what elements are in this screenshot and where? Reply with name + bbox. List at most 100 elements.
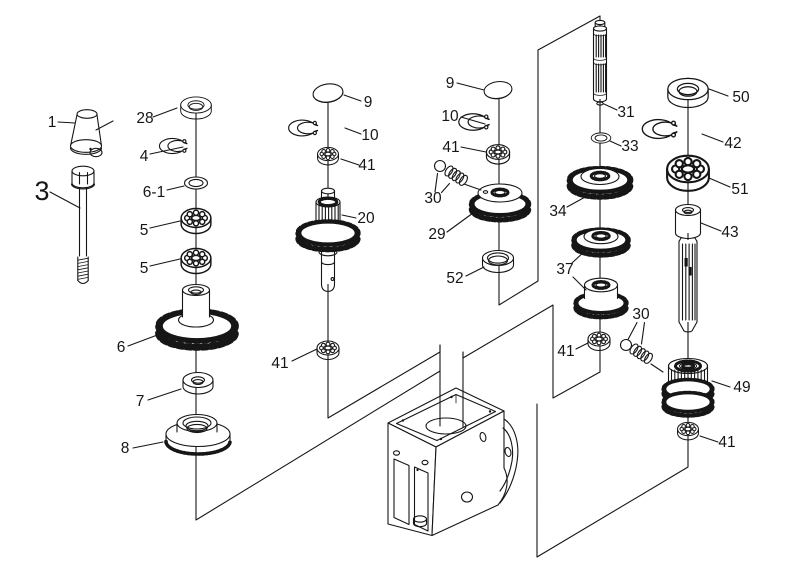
leader-41a [340, 158, 360, 166]
sleeve-43-sides [674, 209, 702, 234]
part-washer-7 [182, 371, 214, 395]
label-30a: 30 [424, 190, 442, 207]
gear-49-pinion-teeth [670, 368, 706, 383]
washer-7-hole [190, 376, 206, 384]
cup-8-bore [182, 416, 212, 430]
leader-30a-spring [440, 182, 451, 194]
leader-29 [446, 212, 474, 233]
part-knob-1 [69, 109, 103, 158]
leader-7 [147, 388, 182, 401]
leader-10a [344, 127, 362, 135]
leader-37-lower [572, 276, 587, 291]
label-10a: 10 [361, 127, 379, 144]
leader-43 [700, 222, 722, 232]
bolt-head-bottom [70, 182, 96, 190]
part-gear-37-lower [576, 277, 627, 317]
ring-52-hole-depth [487, 255, 509, 266]
part-detent-spring-30a [442, 164, 470, 188]
leader-5b [149, 258, 181, 267]
housing-window-1 [393, 458, 410, 526]
housing-boss-inner [499, 427, 514, 492]
gear-37b-spline [591, 280, 611, 290]
shaft31-splines [595, 34, 607, 93]
label-49: 49 [733, 379, 750, 396]
part-circlip-10b [458, 113, 490, 131]
label-50: 50 [732, 89, 750, 106]
shaft31-cap [594, 19, 606, 26]
sleeve-43-bore-depth [683, 209, 693, 215]
leader-8 [132, 441, 164, 449]
column-b-parts [159, 96, 236, 456]
shaft31-sides [592, 27, 608, 100]
knob-base-lip [69, 147, 103, 155]
leader-49 [711, 380, 731, 388]
label-51: 51 [731, 181, 748, 198]
leader-6 [127, 333, 161, 347]
part-detent-ball-30a [433, 159, 447, 173]
label-29: 29 [428, 226, 445, 243]
axis-group-gear29 [498, 15, 601, 306]
leader-50 [708, 88, 729, 97]
nub-top [320, 187, 336, 195]
leader-spring-to-29 [463, 183, 482, 191]
bolt-tip [77, 279, 89, 285]
housing-bore [425, 417, 467, 435]
gear-20-ring [298, 222, 358, 250]
gear-49-ring2 [664, 393, 713, 416]
part-gear-34 [569, 169, 630, 197]
leader-30b-spring [640, 321, 646, 345]
shaft-43-splines [681, 243, 696, 321]
gear-6-bore-depth [190, 289, 202, 296]
housing-right-face [431, 410, 508, 537]
knob-base [69, 139, 103, 153]
part-shaft-43 [674, 203, 702, 333]
sleeve-43-bore [681, 207, 695, 213]
cup-8-knurl [164, 439, 232, 456]
housing-pin-dot [416, 468, 419, 472]
column-f-parts [641, 77, 713, 441]
gear-29-detent-hole [482, 190, 489, 194]
shaft-43-slot [688, 267, 692, 276]
leader-34 [566, 195, 588, 208]
gear-29-bore [494, 189, 506, 196]
part-spline-shaft-31 [592, 19, 608, 106]
label-41e: 41 [718, 434, 735, 451]
leader-30b-ball [627, 321, 638, 341]
part-gear-shaft-20 [298, 187, 358, 293]
part-bolt-3 [70, 165, 96, 285]
pinion-teeth [318, 203, 339, 228]
label-41a: 41 [358, 157, 375, 174]
shaft31-shoulder [592, 25, 608, 32]
label-34: 34 [549, 203, 567, 220]
shaft-43-slot [684, 258, 688, 267]
part-detent-spring-30b [627, 342, 655, 366]
leader-52 [465, 266, 485, 277]
part-cap-9a [311, 81, 345, 105]
part-gear-cluster-49 [664, 357, 713, 416]
label-42: 42 [724, 135, 741, 152]
gear-49-pinion-sides [667, 365, 709, 383]
cup-8-bore-depth [185, 420, 209, 432]
part-detent-ball-30b [619, 338, 633, 352]
label-3: 3 [34, 176, 49, 206]
part-circlip-10a [288, 119, 319, 137]
gear-37a-bore [595, 233, 607, 239]
part-cap-9b [482, 79, 514, 102]
housing-rim-screw [439, 437, 443, 441]
leader-41d [575, 342, 589, 350]
part-ring-6-1 [183, 176, 209, 190]
label-28: 28 [136, 110, 153, 127]
leader-spring-to-49 [650, 363, 664, 373]
label-6: 6 [117, 339, 126, 356]
bolt-threads [77, 257, 89, 280]
label-30b: 30 [632, 306, 650, 323]
label-1: 1 [48, 114, 57, 131]
gear-49-bore-spline [680, 362, 696, 370]
leader-stray [95, 120, 114, 131]
housing-hole [421, 459, 429, 466]
part-gear-29 [471, 183, 528, 220]
bolt-head-top [71, 165, 95, 177]
column-d-parts [433, 79, 529, 274]
shaft-sides [320, 250, 336, 285]
part-circlip-42 [641, 118, 678, 140]
